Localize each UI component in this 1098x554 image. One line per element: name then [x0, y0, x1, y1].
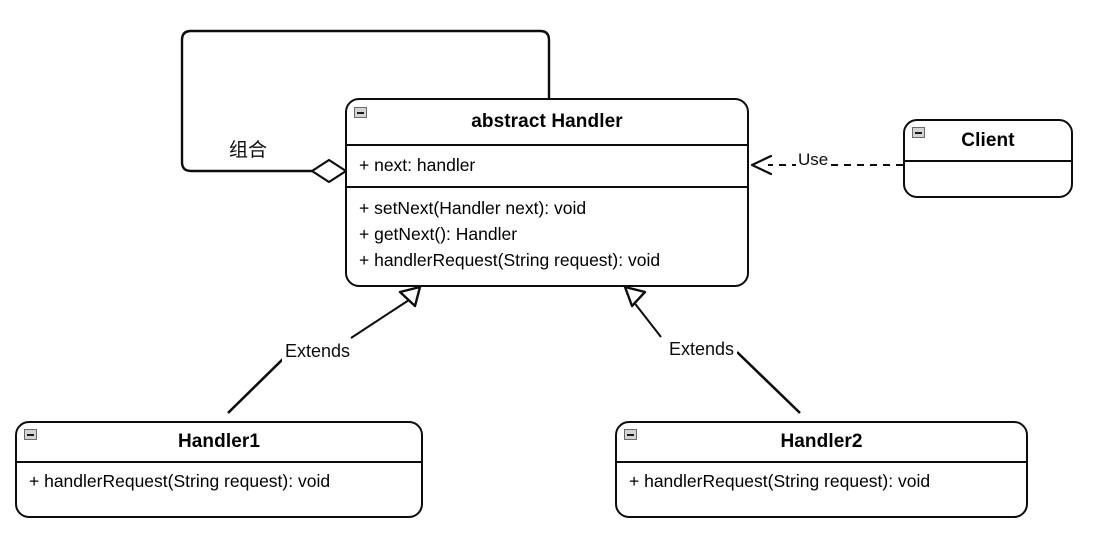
use-open-arrowhead: [750, 154, 773, 176]
class-box-handler2[interactable]: Handler2 + handlerRequest(String request…: [615, 421, 1028, 518]
attribute-row: + next: handler: [359, 155, 476, 175]
attributes-section-handler: + next: handler: [347, 144, 747, 186]
extends-left-line-lower: [227, 355, 287, 414]
operation-row: + handlerRequest(String request): void: [629, 471, 931, 491]
extends-right-line-upper: [632, 300, 662, 338]
extends-right-hollow-triangle: [623, 285, 647, 308]
operations-section-handler: + setNext(Handler next): void + getNext(…: [347, 186, 747, 273]
extends-left-line-upper: [350, 299, 410, 339]
class-name-handler1: Handler1: [177, 431, 261, 452]
minus-icon[interactable]: [912, 127, 925, 138]
extends-right-line-lower: [736, 351, 801, 414]
extends-right-relationship-label: Extends: [666, 339, 738, 360]
minus-icon[interactable]: [354, 107, 367, 118]
class-box-client[interactable]: Client: [903, 119, 1073, 198]
class-name-handler: abstract Handler: [471, 111, 623, 132]
operations-section-handler1: + handlerRequest(String request): void: [17, 461, 421, 502]
operation-row: + setNext(Handler next): void: [359, 198, 587, 218]
composition-self-loop-line: [180, 29, 551, 173]
use-relationship-label: Use: [796, 150, 831, 170]
class-box-handler1[interactable]: Handler1 + handlerRequest(String request…: [15, 421, 423, 518]
members-section-client: [905, 160, 1071, 198]
composition-relationship-label: 组合: [226, 135, 271, 162]
class-name-client: Client: [961, 130, 1015, 151]
class-divider: [905, 160, 1071, 162]
class-divider: [347, 144, 747, 146]
class-divider: [617, 461, 1026, 463]
extends-left-hollow-triangle: [398, 285, 422, 308]
operations-section-handler2: + handlerRequest(String request): void: [617, 461, 1026, 502]
class-name-handler2: Handler2: [780, 431, 863, 452]
minus-icon[interactable]: [24, 429, 37, 440]
operation-row: + handlerRequest(String request): void: [29, 471, 331, 491]
operation-row: + getNext(): Handler: [359, 224, 518, 244]
class-box-handler[interactable]: abstract Handler + next: handler + setNe…: [345, 98, 749, 287]
minus-icon[interactable]: [624, 429, 637, 440]
class-divider: [347, 186, 747, 188]
extends-left-relationship-label: Extends: [282, 341, 354, 362]
hollow-diamond-marker: [310, 158, 348, 184]
class-divider: [17, 461, 421, 463]
operation-row: + handlerRequest(String request): void: [359, 250, 661, 270]
